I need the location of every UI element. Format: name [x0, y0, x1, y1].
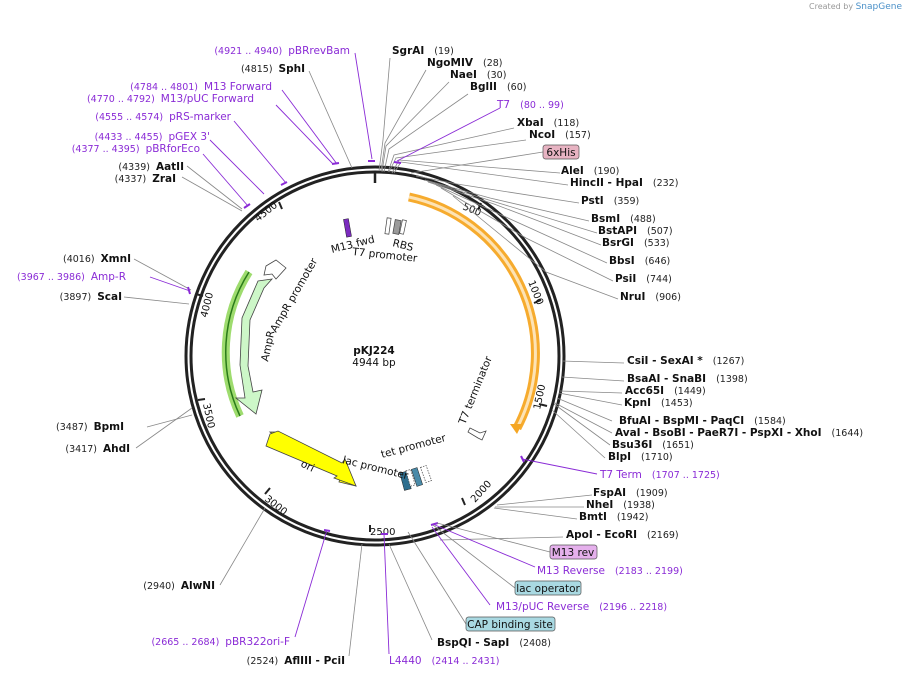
enzyme-csii-sexai: CsiI - SexAI *(1267)	[627, 355, 744, 367]
rbs-marker	[392, 219, 402, 235]
ori-arrow-body	[265, 430, 357, 487]
enzyme-avai-xhoi: AvaI - BsoBI - PaeR7I - PspXI - XhoI(164…	[615, 427, 863, 439]
primer-m13-reverse: M13 Reverse(2183 .. 2199)	[537, 565, 683, 577]
tick-4500: 4500	[253, 200, 280, 224]
enzyme-ahdi: (3417)AhdI	[65, 443, 130, 455]
box-cap-binding-site: CAP binding site	[407, 531, 556, 632]
primer-pbrrevbam: (4921 .. 4940)pBRrevBam	[214, 45, 350, 57]
enzyme-ncoi: NcoI(157)	[529, 129, 591, 141]
primer-t7: T7(80 .. 99)	[496, 99, 564, 111]
enzyme-psii: PsiI(744)	[615, 273, 672, 285]
enzyme-hincii-hpai: HincII - HpaI(232)	[570, 177, 678, 189]
primer-pbr322ori-f: (2665 .. 2684)pBR322ori-F	[151, 636, 290, 648]
svg-text:CAP binding site: CAP binding site	[467, 619, 553, 631]
box-6xhis: 6xHis	[410, 144, 580, 174]
feature-green-arc-inner	[225, 271, 250, 417]
t7-terminator-marker	[467, 427, 487, 441]
enzyme-sgrai: SgrAI(19)	[392, 45, 454, 57]
enzyme-zrai: (4337)ZraI	[115, 173, 176, 185]
m13-rev-box	[405, 469, 416, 487]
enzyme-psti: PstI(359)	[581, 195, 639, 207]
enzyme-bbsi: BbsI(646)	[609, 255, 670, 267]
enzyme-xmni: (4016)XmnI	[63, 253, 131, 265]
enzyme-naei: NaeI(30)	[450, 69, 506, 81]
enzyme-alei: AleI(190)	[561, 165, 619, 177]
primer-pbrforeco: (4377 .. 4395)pBRforEco	[72, 143, 200, 155]
lac-operator-box	[411, 467, 423, 487]
enzyme-bsrgi: BsrGI(533)	[602, 237, 670, 249]
box-lac-operator: lac operator	[432, 524, 582, 596]
feature-label-rbs: RBS	[391, 237, 415, 254]
enzyme-bsmi: BsmI(488)	[591, 213, 656, 225]
enzyme-apoi-ecori: ApoI - EcoRI(2169)	[566, 529, 679, 541]
tick-3500: 3500	[200, 402, 216, 429]
m13-fwd-marker	[343, 218, 352, 238]
primer-leader-lines	[149, 52, 598, 655]
enzyme-bpmi: (3487)BpmI	[56, 421, 124, 433]
enzyme-bsu36i: Bsu36I(1651)	[612, 439, 694, 451]
tet-promoter-box	[419, 465, 433, 483]
enzyme-labels-left: (4815)SphI (4339)AatII (4337)ZraI (4016)…	[56, 63, 345, 667]
enzyme-nhei: NheI(1938)	[586, 499, 655, 511]
backbone-outer	[184, 165, 566, 547]
enzyme-nrui: NruI(906)	[620, 291, 681, 303]
enzyme-bmti: BmtI(1942)	[579, 511, 648, 523]
enzyme-aatii: (4339)AatII	[118, 161, 184, 173]
feature-label-t7-terminator: T7 terminator	[456, 354, 495, 427]
primer-pgex3: (4433 .. 4455)pGEX 3'	[95, 131, 210, 143]
enzyme-bsaai-snabi: BsaAI - SnaBI(1398)	[627, 373, 748, 385]
ampr-promoter-arrow	[263, 259, 287, 280]
svg-text:lac operator: lac operator	[516, 583, 580, 595]
feature-label-ori: ori	[299, 458, 317, 475]
svg-text:M13 rev: M13 rev	[552, 547, 595, 559]
enzyme-xbai: XbaI(118)	[517, 117, 579, 129]
box-m13-rev: M13 rev	[436, 522, 598, 560]
t7-promoter-marker	[384, 217, 392, 235]
position-ticks	[195, 201, 548, 532]
enzyme-labels-right: SgrAI(19) NgoMIV(28) NaeI(30) BglII(60) …	[392, 45, 863, 649]
primer-labels: (4921 .. 4940)pBRrevBam (4784 .. 4801)M1…	[17, 45, 720, 667]
tick-2500: 2500	[370, 527, 395, 538]
leader-lines	[123, 57, 625, 657]
primer-amp-r: (3967 .. 3986)Amp-R	[17, 271, 126, 283]
primer-l4440: L4440(2414 .. 2431)	[389, 655, 499, 667]
feature-label-tet-promoter: tet promoter	[380, 432, 448, 461]
enzyme-kpni: KpnI(1453)	[624, 397, 693, 409]
enzyme-bglii: BglII(60)	[470, 81, 526, 93]
plasmid-size: 4944 bp	[352, 357, 396, 369]
svg-text:6xHis: 6xHis	[546, 147, 575, 159]
snapgene-logo: SnapGene	[855, 2, 902, 12]
enzyme-blpi: BlpI(1710)	[608, 451, 673, 463]
primer-t7-term: T7 Term(1707 .. 1725)	[599, 469, 720, 481]
snapgene-credit: Created by SnapGene	[809, 2, 902, 12]
enzyme-fspai: FspAI(1909)	[593, 487, 668, 499]
rbs-marker-2	[399, 219, 407, 235]
tick-1500: 1500	[532, 383, 548, 410]
plasmid-name: pKJ224	[353, 345, 394, 357]
primer-m13-puc-forward: (4770 .. 4792)M13/pUC Forward	[87, 93, 254, 105]
enzyme-bfuai: BfuAI - BspMI - PaqCI(1584)	[619, 415, 786, 427]
feature-label-ampr: AmpR	[259, 329, 277, 362]
primer-prs-marker: (4555 .. 4574)pRS-marker	[95, 111, 231, 123]
enzyme-ngomiv: NgoMIV(28)	[427, 57, 503, 69]
primer-m13-forward: (4784 .. 4801)M13 Forward	[130, 81, 272, 93]
enzyme-alwni: (2940)AlwNI	[143, 580, 215, 592]
enzyme-bspqi-sapi: BspQI - SapI(2408)	[437, 637, 551, 649]
primer-m13-puc-reverse: M13/pUC Reverse(2196 .. 2218)	[496, 601, 667, 613]
feature-orange-arrowhead	[510, 424, 522, 434]
enzyme-afliii-pcii: (2524)AflIII - PciI	[247, 655, 345, 667]
feature-orange-arc-inner	[408, 195, 537, 429]
ampr-arrow	[234, 278, 274, 415]
enzyme-bstapi: BstAPI(507)	[598, 225, 673, 237]
enzyme-acc65i: Acc65I(1449)	[625, 385, 706, 397]
primer-ticks	[187, 160, 525, 535]
enzyme-scai: (3897)ScaI	[60, 291, 122, 303]
enzyme-sphi: (4815)SphI	[241, 63, 305, 75]
